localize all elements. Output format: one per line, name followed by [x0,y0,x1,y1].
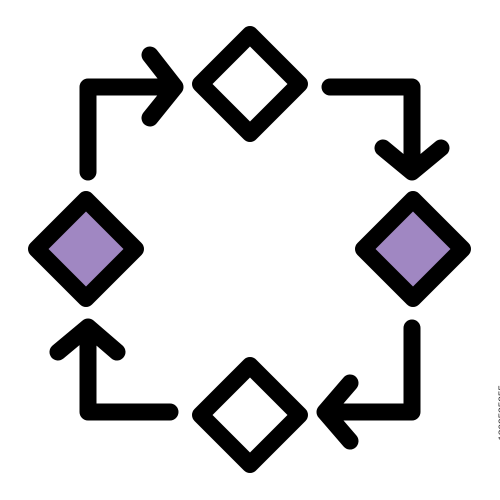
bottom-right-arrow [316,319,421,450]
right-node [355,191,471,307]
bottom-node [192,357,308,473]
top-node [192,26,308,142]
top-left-arrow [79,46,184,181]
left-node [28,191,144,307]
top-right-arrow [321,78,450,181]
bottom-left-arrow [49,318,179,421]
